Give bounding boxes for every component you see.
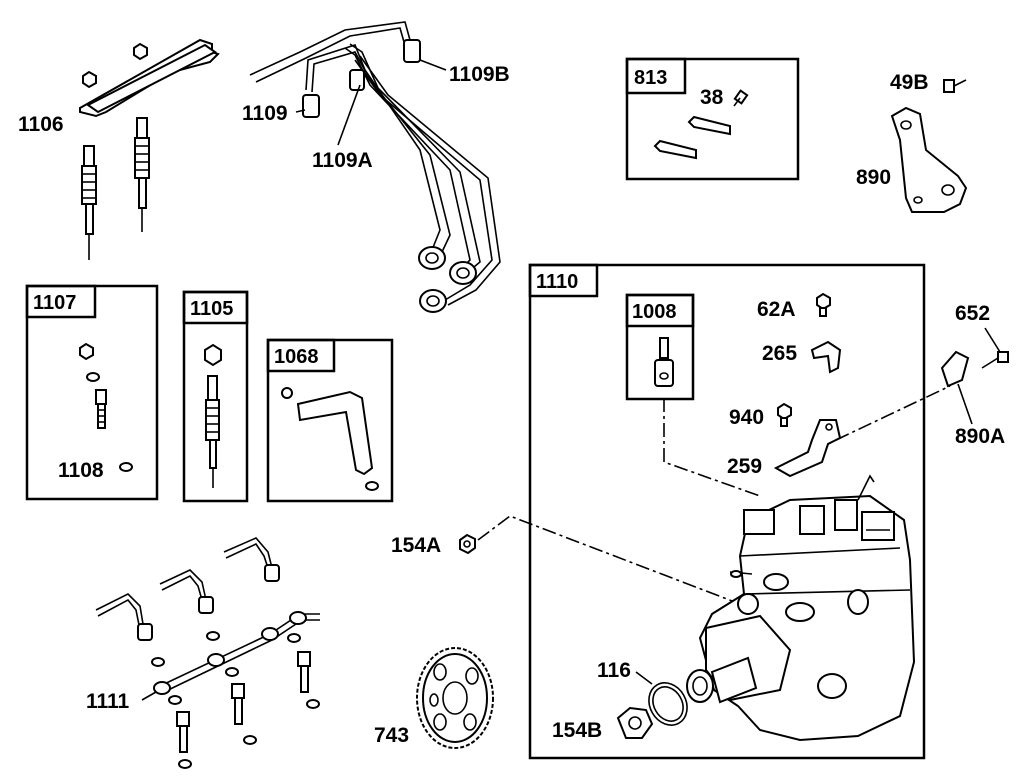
pump-box-1110: 1110 1008 62A 265 940 259 [477, 263, 951, 760]
return-line-kit-1111: 1111 [86, 537, 320, 769]
callout-652: 652 [955, 302, 990, 325]
callout-154B: 154B [552, 719, 602, 742]
bracket-890: 49B 890 [856, 71, 968, 213]
box-title-1110: 1110 [536, 271, 578, 293]
kit-box-1107: 1107 1108 [25, 284, 159, 501]
callout-1108: 1108 [58, 459, 104, 482]
box-title-1105: 1105 [190, 298, 233, 320]
callout-38: 38 [700, 86, 724, 109]
callout-1111: 1111 [86, 690, 130, 713]
box-title-1008: 1008 [632, 301, 677, 323]
callout-49B: 49B [890, 71, 929, 94]
callout-890: 890 [856, 166, 891, 189]
callout-743: 743 [374, 724, 409, 747]
callout-259: 259 [727, 455, 762, 478]
glow-plug-bracket-1106: 1106 [18, 38, 220, 260]
callout-116: 116 [597, 659, 631, 682]
box-title-813: 813 [634, 67, 667, 89]
kit-box-1068: 1068 [266, 338, 394, 503]
box-title-1107: 1107 [33, 292, 76, 314]
callout-1106: 1106 [18, 113, 64, 136]
drive-gear-743: 743 [374, 647, 494, 749]
injection-pump [686, 474, 916, 742]
callout-1109: 1109 [242, 102, 288, 125]
bracket-890A: 652 890A [940, 302, 1009, 448]
callout-890A: 890A [955, 425, 1005, 448]
callout-154A: 154A [391, 534, 441, 557]
callout-265: 265 [762, 342, 797, 365]
kit-box-813: 813 38 [625, 57, 800, 181]
callout-940: 940 [729, 406, 764, 429]
callout-1109A: 1109A [312, 149, 373, 172]
nut-154A: 154A [391, 533, 476, 557]
kit-box-1105: 1105 [182, 290, 249, 503]
callout-1109B: 1109B [449, 63, 510, 86]
box-title-1068: 1068 [274, 346, 319, 368]
injection-lines-1109: 1109 1109A 1109B [242, 21, 510, 313]
callout-62A: 62A [757, 298, 796, 321]
